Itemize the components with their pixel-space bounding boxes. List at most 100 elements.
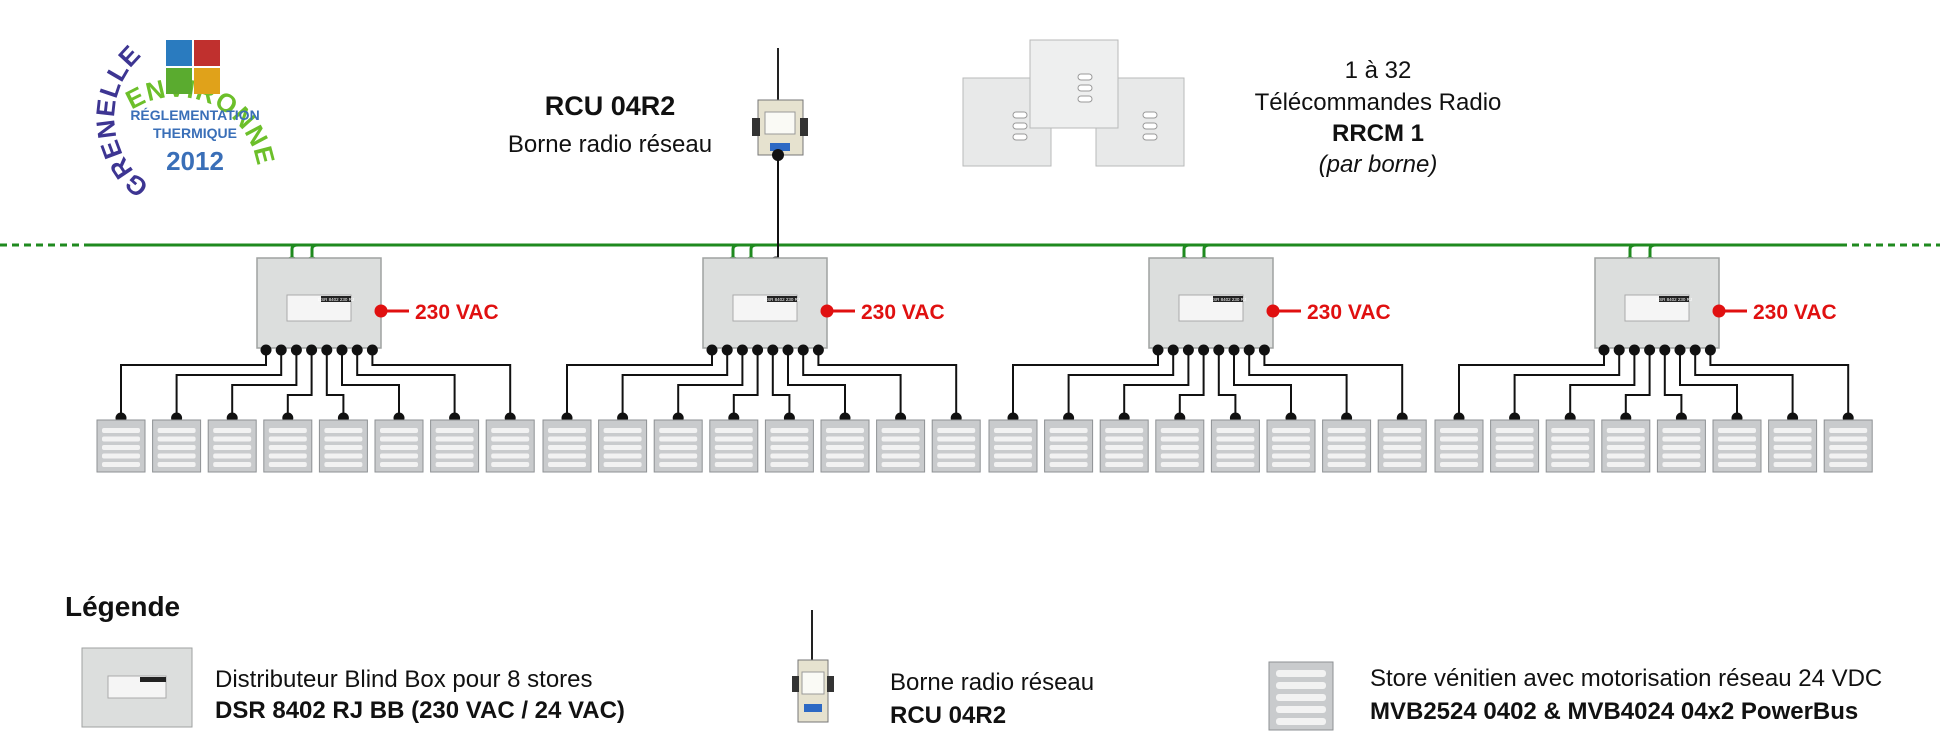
blind-slat	[1551, 428, 1590, 433]
blind-slat	[548, 428, 586, 433]
blind-slat	[1216, 453, 1255, 459]
blind-slat	[268, 453, 307, 459]
blind-slat	[1662, 428, 1701, 433]
venetian-blind	[542, 419, 592, 473]
radio-terminal-icon	[792, 610, 834, 723]
blind-slat	[324, 453, 363, 459]
blind-slat	[881, 428, 920, 433]
venetian-blind	[598, 419, 648, 473]
blind-slat	[714, 453, 753, 459]
blind-slat	[659, 428, 698, 433]
output-connector	[321, 344, 333, 356]
blind-slat	[268, 428, 307, 433]
output-connector	[1213, 344, 1225, 356]
blind-slat	[1829, 453, 1868, 459]
blind-slat	[659, 436, 698, 442]
blind-slat	[1773, 462, 1812, 467]
blind-slat	[324, 462, 363, 467]
output-wire	[1694, 350, 1794, 418]
blind-slat	[770, 428, 809, 433]
legend-rcu-line2: RCU 04R2	[890, 702, 1006, 729]
blind-slat	[213, 453, 252, 459]
blind-slat	[102, 445, 140, 450]
blind-slat	[324, 436, 363, 442]
output-wire	[341, 350, 400, 418]
blind-slat	[268, 445, 307, 450]
output-wire	[566, 350, 713, 418]
blind-slat	[157, 453, 196, 459]
blind-slat	[157, 428, 196, 433]
output-connector	[1704, 344, 1716, 356]
blind-slat	[994, 445, 1032, 450]
blind-slat	[603, 436, 642, 442]
legend-distributor-line2: DSR 8402 RJ BB (230 VAC / 24 VAC)	[215, 697, 625, 724]
blind-slat	[881, 436, 920, 442]
blind-slat	[1272, 453, 1310, 459]
distributor-box-icon	[81, 647, 193, 728]
blind-slat	[1105, 453, 1144, 459]
output-wire	[1123, 350, 1190, 418]
blind-slat	[380, 445, 418, 450]
blind-slat	[1606, 428, 1645, 433]
blind-slat	[770, 462, 809, 467]
output-connector	[1659, 344, 1671, 356]
blind-slat	[1606, 445, 1645, 450]
rcu-subtitle: Borne radio réseau	[508, 131, 712, 158]
blind-slat	[937, 453, 976, 459]
blind-slat	[1105, 445, 1144, 450]
blind-slat	[380, 453, 418, 459]
blind-slat	[491, 453, 530, 459]
blind-slat	[603, 453, 642, 459]
blind-slat	[659, 445, 698, 450]
blind-slat	[826, 436, 864, 442]
output-wire	[371, 350, 512, 418]
venetian-blind	[152, 419, 202, 473]
blind-slat	[826, 462, 864, 467]
blind-slat	[994, 428, 1032, 433]
bus-drop	[1628, 243, 1637, 262]
blind-slat	[1383, 462, 1422, 467]
output-wire	[1513, 350, 1621, 418]
venetian-blind	[709, 419, 759, 473]
legend-blind-line2: MVB2524 0402 & MVB4024 04x2 PowerBus	[1370, 698, 1858, 725]
output-connector	[782, 344, 794, 356]
blind-slat	[1829, 428, 1868, 433]
blind-slat	[1495, 428, 1534, 433]
output-wire	[1263, 350, 1404, 418]
blind-slat	[1551, 453, 1590, 459]
rcu-radio-terminal	[752, 48, 808, 262]
blind-slat	[1160, 462, 1199, 467]
output-connector	[1613, 344, 1625, 356]
blind-slat	[937, 445, 976, 450]
blind-slat	[380, 462, 418, 467]
blind-slat	[1718, 445, 1756, 450]
blind-slat	[548, 436, 586, 442]
blind-slat	[157, 462, 196, 467]
remotes-desc: Télécommandes Radio	[1255, 89, 1502, 116]
output-wire	[677, 350, 744, 418]
blind-slat	[1551, 462, 1590, 467]
venetian-blind	[1545, 419, 1595, 473]
blind-slat	[324, 445, 363, 450]
blind-slat	[548, 453, 586, 459]
output-wire	[817, 350, 958, 418]
remotes-count: 1 à 32	[1345, 57, 1412, 84]
blind-slat	[1662, 445, 1701, 450]
bus-drop	[1182, 243, 1191, 262]
venetian-blind	[430, 419, 480, 473]
blind-slat	[1495, 445, 1534, 450]
bus-drop	[749, 243, 758, 262]
blind-slat	[937, 462, 976, 467]
blind-slat	[1160, 453, 1199, 459]
blind-slat	[1662, 436, 1701, 442]
blind-slat	[435, 445, 474, 450]
blind-slat	[1049, 462, 1088, 467]
venetian-blind	[207, 419, 257, 473]
blind-slat	[1551, 445, 1590, 450]
output-wire	[175, 350, 283, 418]
venetian-blind	[1656, 419, 1706, 473]
